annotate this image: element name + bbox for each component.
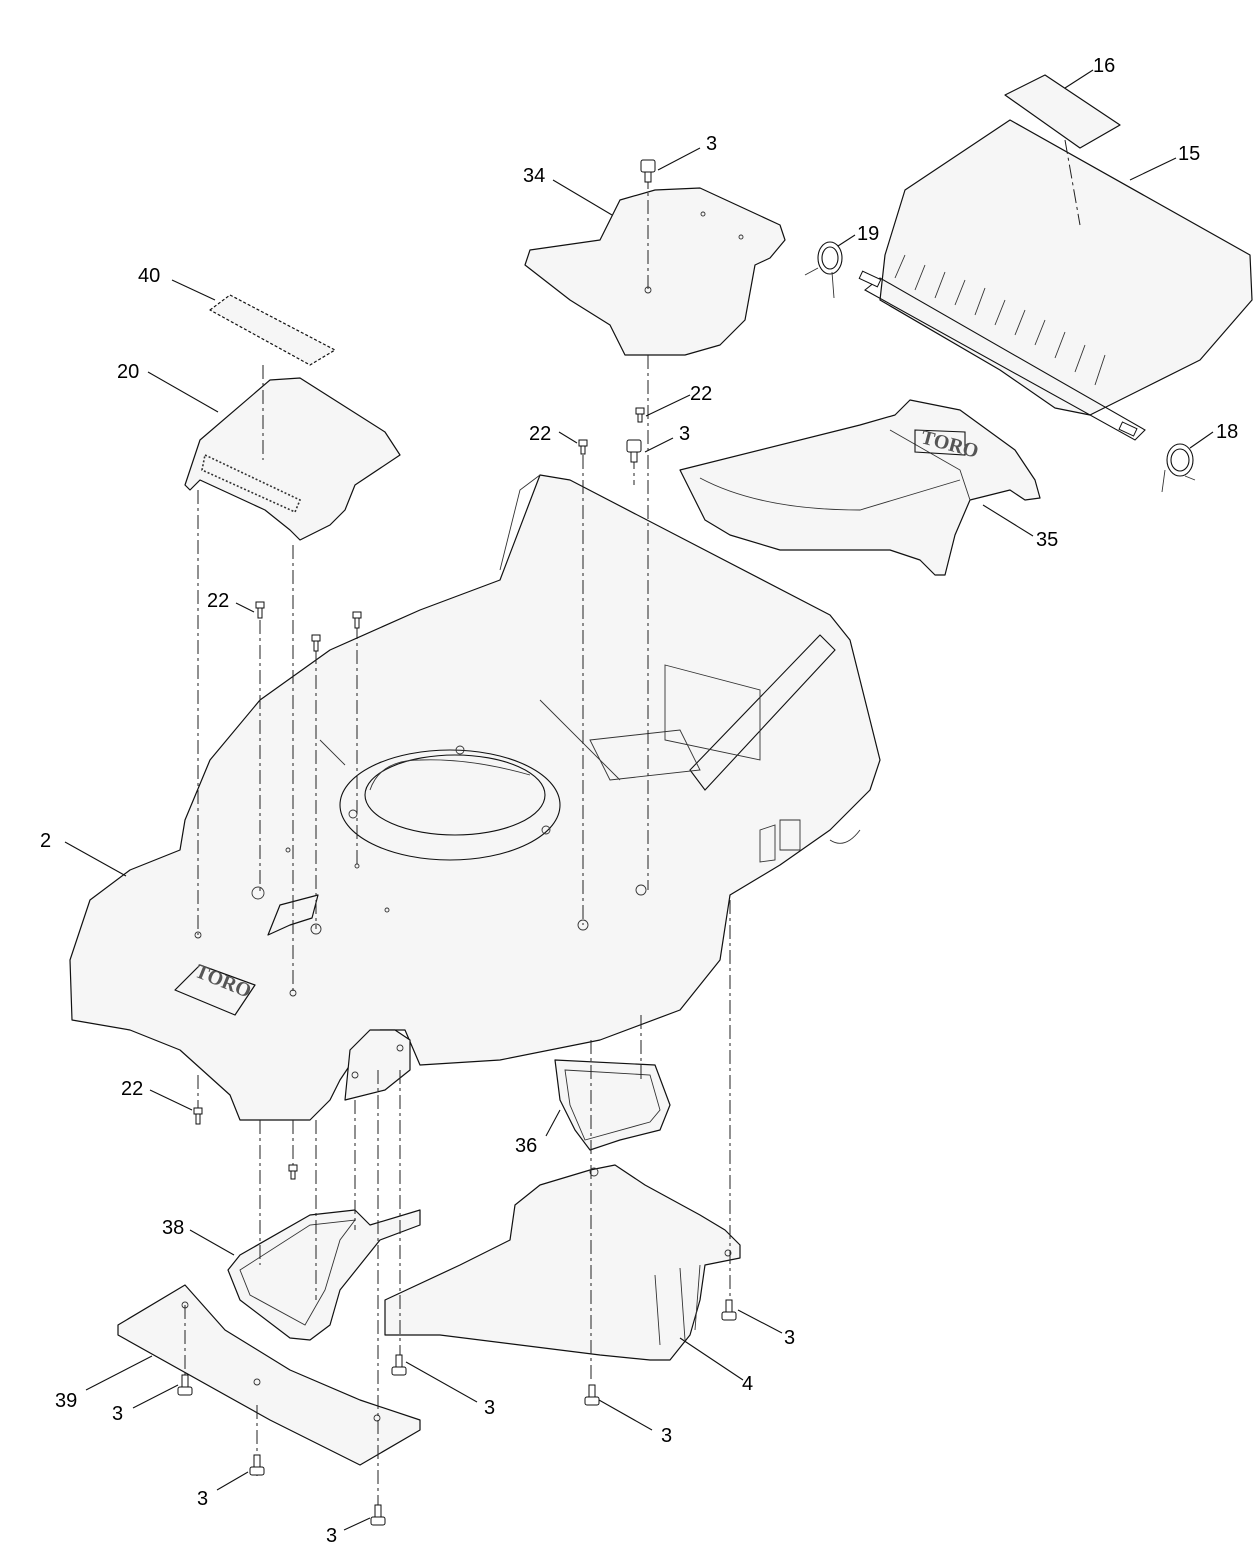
callout-3-mid: 3 bbox=[679, 423, 690, 445]
callout-39: 39 bbox=[55, 1390, 77, 1412]
screw-22-e bbox=[288, 1164, 298, 1180]
callout-2: 2 bbox=[40, 830, 51, 852]
callout-34: 34 bbox=[523, 165, 545, 187]
screw-22-c2 bbox=[311, 634, 321, 652]
screw-22-d bbox=[193, 1107, 203, 1125]
callout-3-top: 3 bbox=[706, 133, 717, 155]
callout-22-d: 22 bbox=[121, 1078, 143, 1100]
front-vent-cover-part bbox=[184, 377, 401, 541]
screw-3-top bbox=[640, 159, 656, 183]
callout-16: 16 bbox=[1093, 55, 1115, 77]
screw-3-b1 bbox=[391, 1354, 407, 1376]
callout-22-a: 22 bbox=[529, 423, 551, 445]
bag-decal-part bbox=[1004, 74, 1121, 149]
screw-22-b bbox=[635, 407, 645, 423]
front-decal-part bbox=[209, 294, 336, 366]
mower-deck-part: TORO bbox=[69, 474, 881, 1121]
callout-22-b: 22 bbox=[690, 383, 712, 405]
rear-chute-part: TORO bbox=[679, 399, 1041, 576]
screw-3-b2 bbox=[584, 1384, 600, 1406]
pin-b bbox=[1118, 421, 1138, 437]
callout-3-r: 3 bbox=[784, 1327, 795, 1349]
seal-part bbox=[554, 1059, 671, 1151]
fasteners bbox=[177, 159, 1138, 1526]
top-cover-part bbox=[524, 187, 786, 356]
skid-plate-part bbox=[117, 1284, 421, 1466]
callout-labels: 16 15 3 34 19 40 20 22 22 3 18 35 22 2 2… bbox=[40, 55, 1238, 1547]
assembly-center-lines bbox=[184, 139, 1081, 1525]
pin bbox=[858, 270, 882, 288]
grass-bag-part bbox=[864, 119, 1253, 441]
spring-19 bbox=[804, 241, 843, 299]
screw-22-c bbox=[255, 601, 265, 619]
screw-3-l1 bbox=[177, 1374, 193, 1396]
screw-3-r bbox=[721, 1299, 737, 1321]
callout-15: 15 bbox=[1178, 143, 1200, 165]
callout-35: 35 bbox=[1036, 529, 1058, 551]
screw-22-a bbox=[578, 439, 588, 455]
screw-3-mid bbox=[626, 439, 642, 463]
callout-18: 18 bbox=[1216, 421, 1238, 443]
callout-4: 4 bbox=[742, 1373, 753, 1395]
callout-20: 20 bbox=[117, 361, 139, 383]
screw-3-l2 bbox=[249, 1454, 265, 1476]
vent-grille bbox=[201, 453, 302, 514]
leader-lines bbox=[64, 69, 1214, 1531]
screw-3-l3 bbox=[370, 1504, 386, 1526]
callout-36: 36 bbox=[515, 1135, 537, 1157]
callout-3-l3: 3 bbox=[326, 1525, 337, 1547]
callout-38: 38 bbox=[162, 1217, 184, 1239]
callout-22-c: 22 bbox=[207, 590, 229, 612]
baffle-part bbox=[384, 1164, 741, 1361]
spring-18 bbox=[1161, 443, 1196, 493]
callout-3-l1: 3 bbox=[112, 1403, 123, 1425]
callout-3-b2: 3 bbox=[661, 1425, 672, 1447]
screw-22-c3 bbox=[352, 611, 362, 629]
callout-3-l2: 3 bbox=[197, 1488, 208, 1510]
callout-40: 40 bbox=[138, 265, 160, 287]
callout-19: 19 bbox=[857, 223, 879, 245]
callout-3-b1: 3 bbox=[484, 1397, 495, 1419]
